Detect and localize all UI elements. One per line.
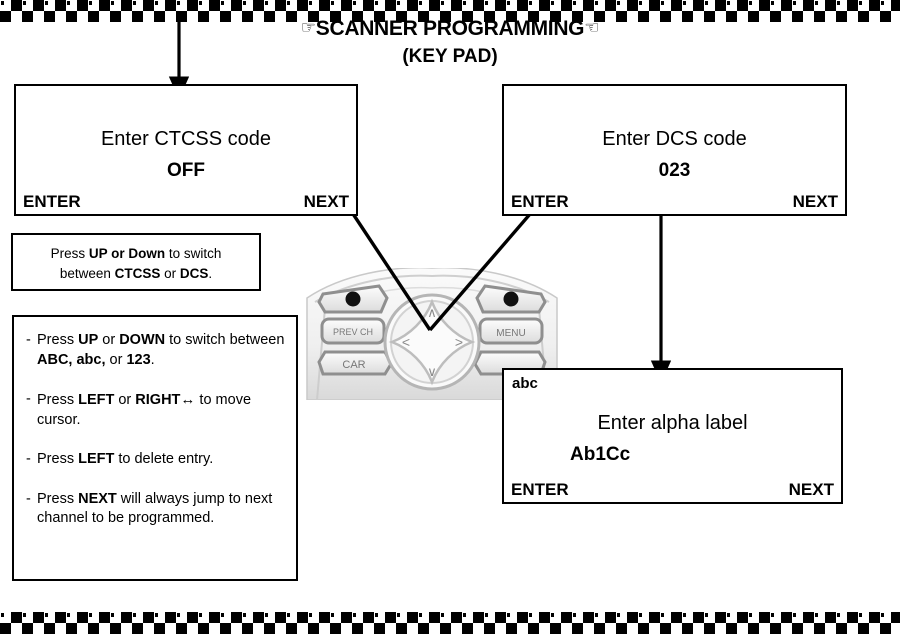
left-button-dot-icon	[345, 291, 361, 307]
dpad-down-icon[interactable]: ∨	[427, 364, 437, 379]
note-text: to move cursor.	[37, 392, 252, 428]
note-text: Press	[37, 392, 79, 409]
note-box-ctcss-dcs-switch: Press UP or Down to switch between CTCSS…	[11, 233, 261, 291]
lcd-display-dcs: Enter DCS code 023 ENTER NEXT	[502, 84, 847, 216]
dpad-right-icon[interactable]: >	[455, 334, 463, 350]
note-text: to switch	[165, 246, 222, 261]
note-bold: UP or Down	[88, 246, 166, 261]
car-label: CAR	[342, 359, 365, 371]
note-bold: LEFT	[78, 392, 115, 409]
bullet-dash: -	[26, 332, 31, 348]
list-item: - Press UP or DOWN to switch between ABC…	[26, 331, 286, 370]
note-text: will always jump to next channel to be p…	[37, 490, 273, 527]
bullet-text: Press LEFT or RIGHT↔ to move cursor.	[37, 390, 286, 430]
bullet-dash: -	[26, 490, 31, 507]
dpad-left-icon[interactable]: <	[402, 334, 410, 350]
lcd-softkeys-dcs: ENTER NEXT	[504, 192, 845, 212]
bullet-dash: -	[26, 391, 31, 408]
note-text: .	[208, 265, 213, 281]
bullet-text: Press LEFT to delete entry.	[37, 450, 286, 470]
top-border-notch-pattern	[0, 0, 900, 22]
bullet-text: Press NEXT will always jump to next chan…	[37, 490, 286, 529]
lcd-value-ctcss: OFF	[167, 160, 205, 181]
bottom-border-notch-pattern	[0, 612, 900, 634]
softkey-enter-alpha[interactable]: ENTER	[511, 480, 569, 499]
lcd-mode-indicator-alpha: abc	[512, 375, 538, 392]
note-text: .	[150, 351, 155, 368]
note-bold: NEXT	[78, 490, 117, 507]
lcd-prompt-ctcss: Enter CTCSS code	[100, 128, 272, 150]
softkey-next-alpha[interactable]: NEXT	[788, 480, 834, 499]
keypad-dpad[interactable]: ∧ ∨ < >	[383, 293, 481, 391]
bullet-text: Press UP or DOWN to switch between ABC, …	[37, 331, 286, 370]
pointing-hand-right-icon: ☜	[584, 18, 600, 37]
note-bold: RIGHT	[135, 392, 181, 409]
lcd-value-dcs: 023	[658, 160, 691, 181]
dpad-up-icon[interactable]: ∧	[427, 305, 437, 320]
right-button-dot-icon	[503, 291, 519, 307]
page-subtitle: (KEY PAD)	[402, 46, 498, 68]
lcd-prompt-dcs: Enter DCS code	[602, 128, 747, 150]
note-line-2: between CTCSS or DCS.	[13, 264, 259, 284]
menu-label: MENU	[496, 328, 525, 339]
page-title: ☞SCANNER PROGRAMMING☜	[0, 17, 900, 40]
note-text: Press	[50, 246, 89, 261]
list-item: - Press NEXT will always jump to next ch…	[26, 490, 286, 529]
lcd-softkeys-alpha: ENTER NEXT	[504, 480, 841, 500]
page-title-block: ☞SCANNER PROGRAMMING☜ (KEY PAD)	[0, 17, 900, 68]
left-right-arrow-icon: ↔	[180, 391, 196, 409]
lcd-display-ctcss: Enter CTCSS code OFF ENTER NEXT	[14, 84, 358, 216]
bullet-dash: -	[26, 451, 31, 468]
softkey-next-dcs[interactable]: NEXT	[792, 192, 838, 211]
note-bold: 123	[126, 351, 151, 368]
note-box-key-instructions: - Press UP or DOWN to switch between ABC…	[12, 315, 298, 581]
note-text: to switch between	[165, 332, 285, 348]
pointing-hand-left-icon: ☞	[300, 18, 316, 37]
keypad-prev-ch-button[interactable]: PREV CH	[320, 317, 386, 345]
note-text: or	[105, 351, 127, 368]
list-item: - Press LEFT to delete entry.	[26, 450, 286, 470]
softkey-next-ctcss[interactable]: NEXT	[303, 192, 349, 211]
keypad-car-button[interactable]: CAR	[317, 350, 393, 376]
note-bold: CTCSS	[114, 265, 161, 281]
note-text: Press	[37, 332, 79, 348]
note-text: Press	[37, 451, 79, 468]
top-decorative-border	[0, 0, 900, 22]
note-text: to delete entry.	[114, 451, 214, 468]
keypad-menu-button[interactable]: MENU	[478, 317, 544, 345]
page-title-text: SCANNER PROGRAMMING	[315, 17, 585, 40]
softkey-enter-ctcss[interactable]: ENTER	[23, 192, 81, 211]
note-bold: UP	[78, 332, 99, 348]
bottom-decorative-border	[0, 612, 900, 634]
note-bold: DOWN	[119, 332, 166, 348]
note-bold: ABC, abc,	[37, 351, 106, 368]
lcd-display-alpha-label: abc Enter alpha label Ab1Cc ENTER NEXT	[502, 368, 843, 504]
note-bold: LEFT	[78, 451, 115, 468]
note-bold: DCS	[179, 265, 209, 281]
note-line-1: Press UP or Down to switch	[13, 244, 259, 264]
lcd-softkeys-ctcss: ENTER NEXT	[16, 192, 356, 212]
dpad-star	[388, 298, 476, 386]
note-text: or	[98, 332, 120, 348]
note-text: between	[59, 265, 115, 281]
list-item: - Press LEFT or RIGHT↔ to move cursor.	[26, 390, 286, 430]
note-text: or	[114, 392, 136, 409]
prev-ch-label: PREV CH	[333, 327, 373, 337]
lcd-value-alpha: Ab1Cc	[570, 444, 631, 465]
softkey-enter-dcs[interactable]: ENTER	[511, 192, 569, 211]
note-text: Press	[37, 490, 79, 507]
lcd-prompt-alpha: Enter alpha label	[597, 412, 748, 434]
note-text: or	[160, 265, 180, 281]
